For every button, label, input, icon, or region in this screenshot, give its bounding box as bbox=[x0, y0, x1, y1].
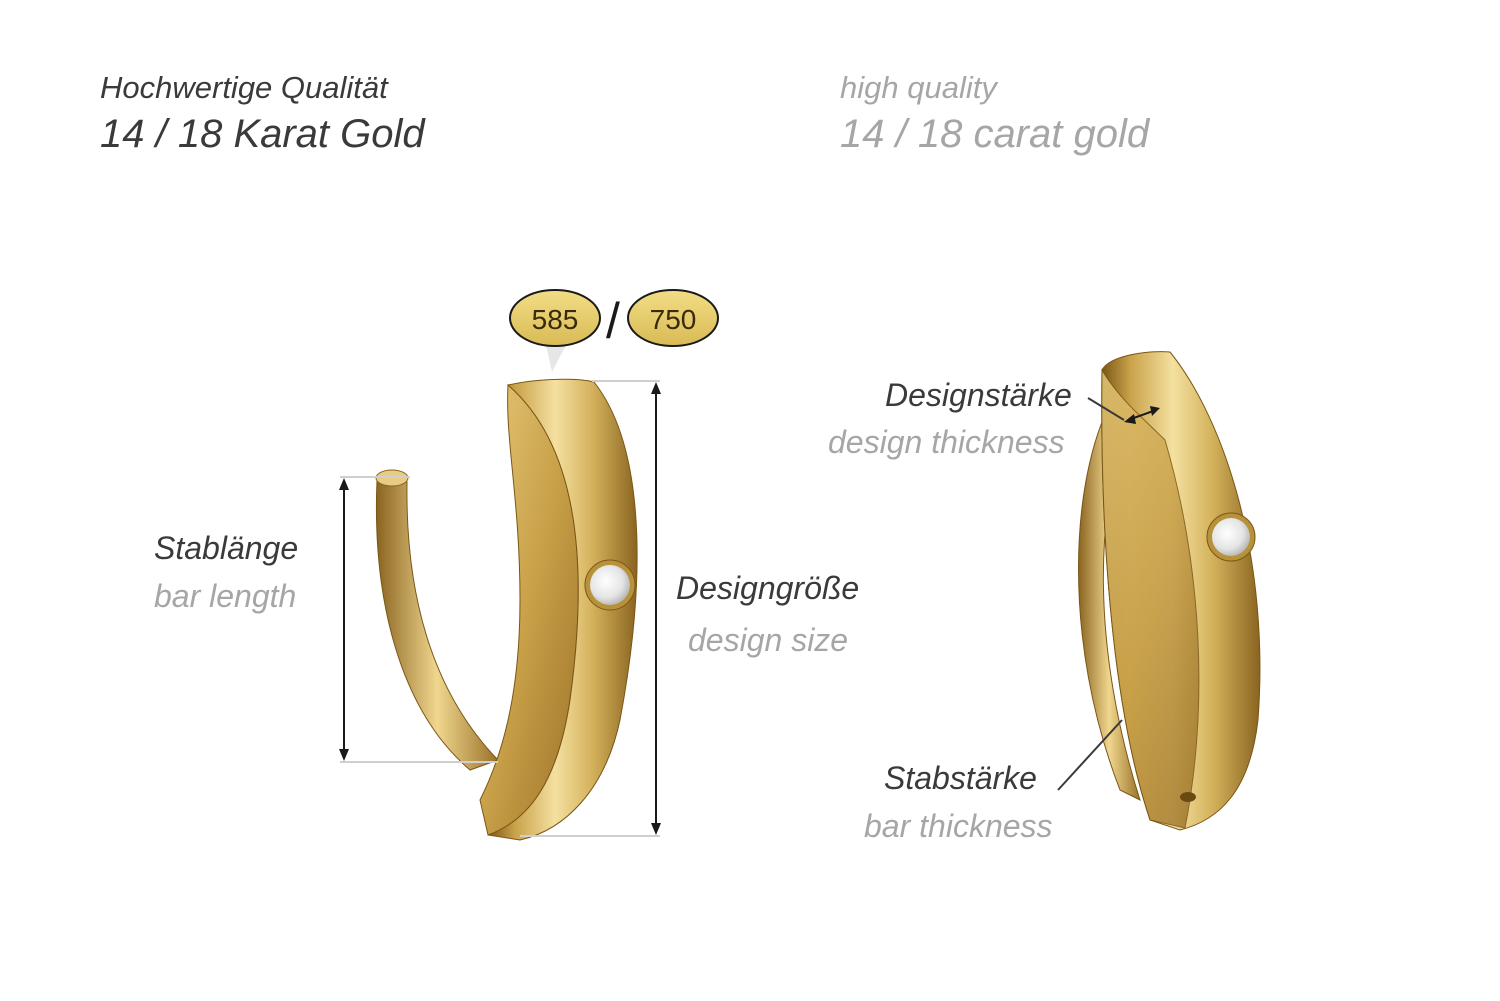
header-quality-en: high quality bbox=[840, 70, 997, 105]
stamp-750 bbox=[627, 289, 719, 347]
stamp-callout-pointer bbox=[546, 345, 566, 372]
bar-thickness-label-en: bar thickness bbox=[864, 808, 1053, 844]
design-size-label-en: design size bbox=[688, 622, 849, 658]
design-thickness-leader bbox=[1087, 397, 1125, 421]
bar-length-label-de: Stablänge bbox=[154, 530, 299, 566]
stamp-585-text: 585 bbox=[532, 304, 579, 335]
stamp-750-text: 750 bbox=[650, 304, 697, 335]
design-size-label-de: Designgröße bbox=[676, 570, 860, 606]
right-ring-gem bbox=[1212, 518, 1250, 556]
left-ring-gem bbox=[590, 565, 630, 605]
header-quality-de: Hochwertige Qualität bbox=[100, 70, 388, 105]
bar-thickness-label-de: Stabstärke bbox=[884, 760, 1037, 796]
header-material-en: 14 / 18 carat gold bbox=[840, 112, 1150, 156]
design-thickness-label-de: Designstärke bbox=[885, 377, 1072, 413]
right-ring-hinge bbox=[1180, 792, 1196, 802]
bar-length-label-en: bar length bbox=[154, 578, 297, 614]
bar-thickness-leader bbox=[1057, 719, 1123, 791]
stamp-separator: / bbox=[606, 293, 620, 349]
stamp-585 bbox=[509, 289, 601, 347]
design-thickness-label-en: design thickness bbox=[828, 424, 1065, 460]
header-material-de: 14 / 18 Karat Gold bbox=[100, 112, 425, 156]
left-ring-bar bbox=[375, 479, 499, 771]
